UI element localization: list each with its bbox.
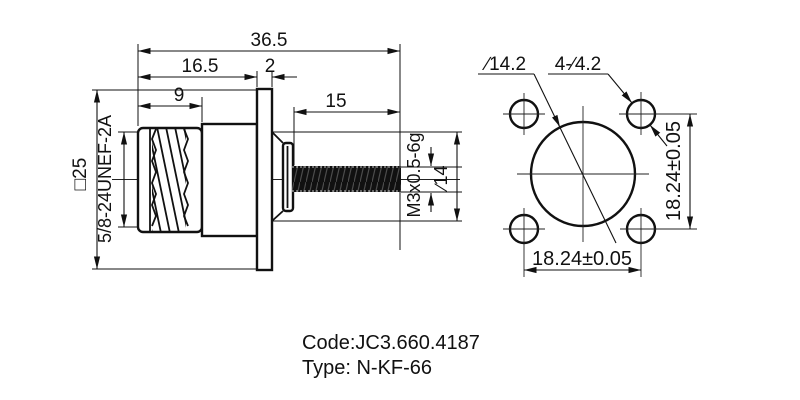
dim-thread-length: 9 bbox=[138, 85, 202, 110]
dim-overall-length: 36.5 bbox=[138, 30, 400, 55]
dim-flange-thickness-label: 2 bbox=[265, 56, 276, 77]
dim-overall-length-label: 36.5 bbox=[251, 30, 288, 51]
dim-front-length-label: 16.5 bbox=[182, 56, 219, 77]
dim-stud-thread: M3x0.5-6g bbox=[401, 132, 462, 218]
dim-coupling-thread-label: 5/8-24UNEF-2A bbox=[95, 115, 115, 243]
connector-body bbox=[200, 122, 259, 238]
dim-hole-spacing-vertical: 18.24±0.05 bbox=[663, 114, 694, 229]
dim-thread-length-label: 9 bbox=[174, 85, 185, 106]
dim-stud-thread-label: M3x0.5-6g bbox=[404, 132, 424, 217]
leader-center-hole: ∕14.2 bbox=[478, 54, 617, 244]
dim-coupling-thread: 5/8-24UNEF-2A bbox=[95, 115, 137, 243]
rear-boss bbox=[271, 131, 295, 222]
part-type: Type: N-KF-66 bbox=[302, 357, 432, 379]
front-view: ∕14.2 4-∕4.2 18.24±0.05 18.24±0.05 bbox=[478, 54, 697, 277]
side-view: 36.5 16.5 2 9 15 bbox=[70, 30, 462, 272]
dim-front-length: 16.5 bbox=[138, 56, 257, 81]
side-dimensions: 36.5 16.5 2 9 15 bbox=[70, 30, 462, 270]
dim-boss-diameter: ∕14 bbox=[272, 131, 462, 222]
dim-boss-diameter-label: ∕14 bbox=[431, 165, 451, 192]
dim-flange-size: □25 bbox=[70, 89, 257, 270]
center-hole-diameter-label: ∕14.2 bbox=[482, 54, 526, 75]
mount-holes bbox=[503, 92, 697, 277]
mount-holes-label: 4-∕4.2 bbox=[555, 54, 601, 75]
threaded-stud bbox=[292, 166, 401, 192]
coupling-nut bbox=[136, 126, 204, 234]
title-block: Code:JC3.660.4187 Type: N-KF-66 bbox=[302, 332, 480, 379]
hole-spacing-vertical-label: 18.24±0.05 bbox=[663, 121, 685, 221]
dim-stud-length-label: 15 bbox=[325, 91, 346, 112]
dim-flange-size-label: □25 bbox=[70, 158, 91, 191]
hole-spacing-horizontal-label: 18.24±0.05 bbox=[532, 248, 632, 270]
part-code: Code:JC3.660.4187 bbox=[302, 332, 480, 354]
dim-hole-spacing-horizontal: 18.24±0.05 bbox=[524, 248, 641, 274]
dim-flange-thickness: 2 bbox=[265, 56, 297, 81]
flange-plate bbox=[255, 87, 274, 272]
leader-mount-holes: 4-∕4.2 bbox=[548, 54, 668, 147]
dim-stud-length: 15 bbox=[294, 91, 400, 116]
